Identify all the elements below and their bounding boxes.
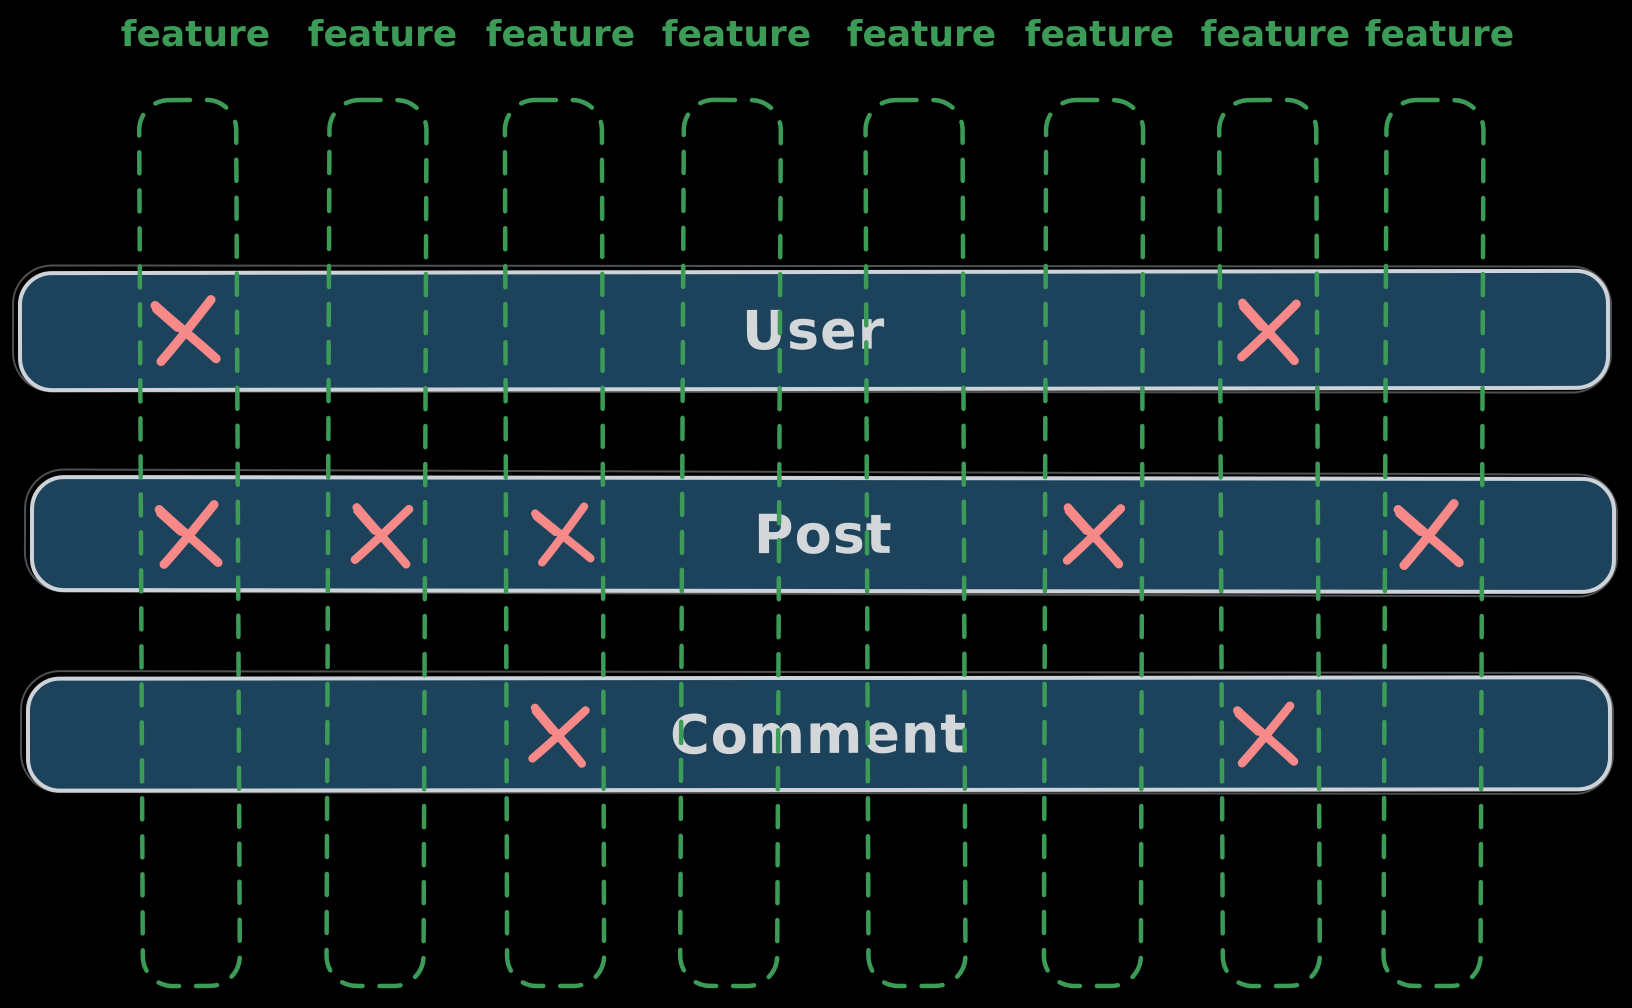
feature-column-label: feature	[1024, 14, 1175, 55]
feature-column-label: feature	[307, 14, 458, 55]
feature-column-label: feature	[1364, 14, 1515, 55]
feature-column-label: feature	[661, 14, 812, 55]
feature-column-label: feature	[846, 14, 997, 55]
feature-column-label: feature	[120, 14, 271, 55]
entity-bar-user: User	[17, 268, 1611, 393]
feature-column-label: feature	[485, 14, 636, 55]
entity-bar-label: Post	[753, 502, 893, 567]
entity-bar-label: User	[742, 298, 886, 363]
feature-column-label: feature	[1200, 14, 1351, 55]
entity-bar-label: Comment	[670, 701, 968, 767]
entity-bar-comment: Comment	[25, 675, 1613, 793]
entity-bar-post: Post	[29, 475, 1617, 594]
